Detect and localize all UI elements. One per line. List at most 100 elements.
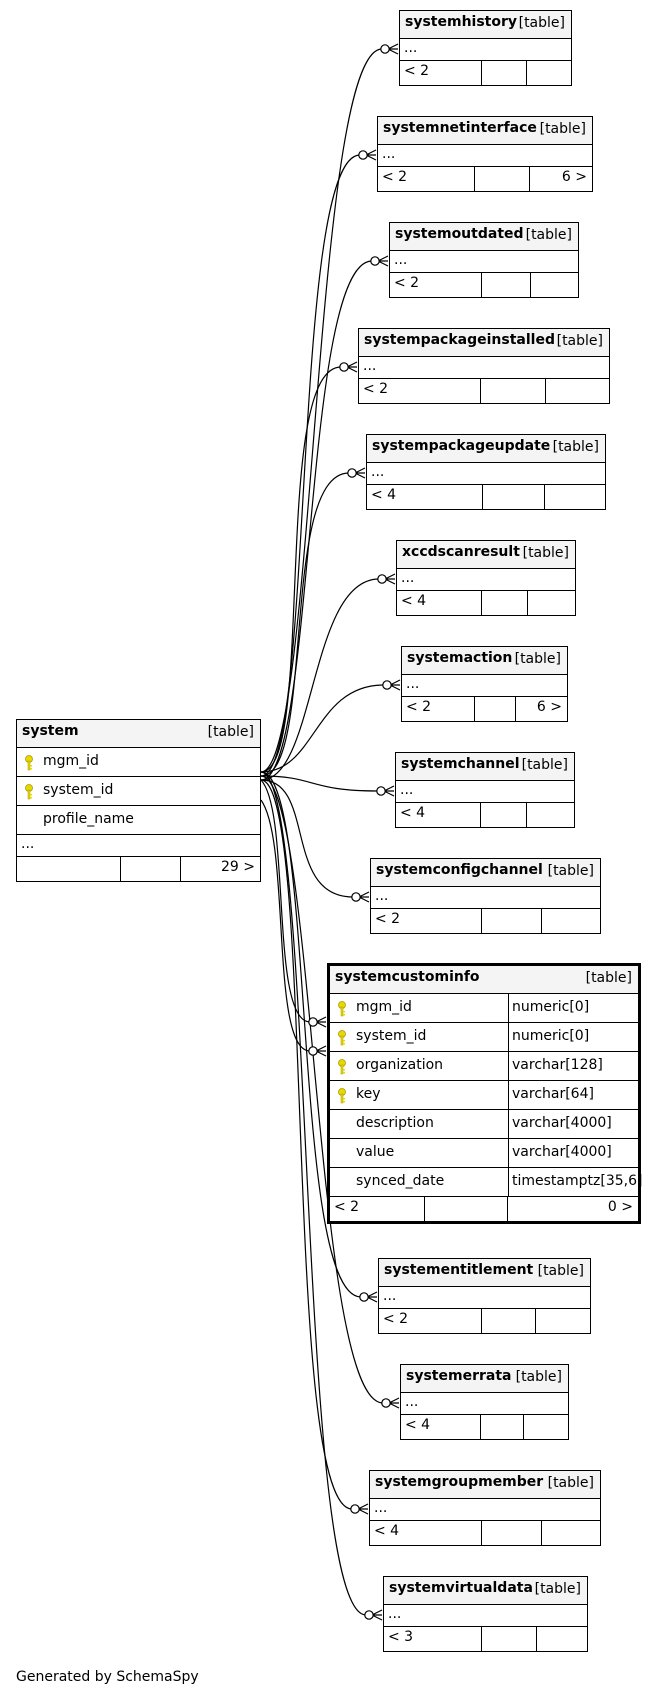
footer-cell-mid[interactable]	[482, 1309, 536, 1333]
table-name[interactable]: systemerrata	[406, 1368, 512, 1384]
footer-cell-mid[interactable]	[121, 857, 181, 881]
edge-to-systemhistory	[260, 48, 383, 773]
table-systemchannel[interactable]: systemchannel[table]...< 4	[395, 752, 575, 828]
footer-cell-right[interactable]	[527, 803, 574, 827]
footer-cell-mid[interactable]	[482, 1627, 537, 1651]
table-name[interactable]: systemgroupmember	[375, 1474, 544, 1490]
column-divider	[508, 1110, 509, 1138]
table-xccdscanresult[interactable]: xccdscanresult[table]...< 4	[396, 540, 576, 616]
footer-cell-right[interactable]	[537, 1627, 587, 1651]
table-systemerrata[interactable]: systemerrata[table]...< 4	[400, 1364, 569, 1440]
table-name[interactable]: systempackageinstalled	[364, 332, 555, 348]
table-systemoutdated[interactable]: systemoutdated[table]...< 2	[389, 222, 579, 298]
table-systementitlement[interactable]: systementitlement[table]...< 2	[378, 1258, 591, 1334]
footer-cell-right[interactable]: 6 >	[516, 697, 567, 721]
table-header: system[table]	[17, 720, 260, 748]
columns-ellipsis: ...	[397, 569, 575, 591]
footer-cell-right[interactable]: 0 >	[508, 1197, 638, 1221]
footer-cell-left[interactable]	[17, 857, 121, 881]
table-name[interactable]: systemnetinterface	[383, 120, 537, 136]
table-systemgroupmember[interactable]: systemgroupmember[table]...< 4	[369, 1470, 601, 1546]
primary-key-icon	[338, 1059, 346, 1075]
footer-cell-left[interactable]: < 2	[379, 1309, 482, 1333]
footer-cell-right[interactable]	[542, 1521, 600, 1545]
footer-cell-mid[interactable]	[482, 61, 527, 85]
footer-cell-mid[interactable]	[482, 273, 531, 297]
table-name[interactable]: systemchannel	[401, 756, 520, 772]
table-systemvirtualdata[interactable]: systemvirtualdata[table]...< 3	[383, 1576, 588, 1652]
footer-cell-left[interactable]: < 4	[367, 485, 483, 509]
footer-cell-mid[interactable]	[481, 379, 546, 403]
footer-cell-left[interactable]: < 4	[397, 591, 482, 615]
edge-to-systemoutdated	[260, 260, 373, 781]
footer-cell-left[interactable]: < 2	[390, 273, 482, 297]
footer-cell-mid[interactable]	[425, 1197, 508, 1221]
table-systemconfigchannel[interactable]: systemconfigchannel[table]...< 2	[370, 858, 601, 934]
footer-cell-left[interactable]: < 2	[402, 697, 475, 721]
footer-cell-left[interactable]: < 4	[396, 803, 481, 827]
footer-cell-left[interactable]: < 2	[378, 167, 475, 191]
footer-cell-mid[interactable]	[481, 803, 527, 827]
footer-cell-right[interactable]: 29 >	[181, 857, 260, 881]
table-name[interactable]: systemcustominfo	[335, 969, 480, 985]
footer-cell-mid[interactable]	[483, 485, 545, 509]
table-name[interactable]: systempackageupdate	[372, 438, 551, 454]
footer-cell-left[interactable]: < 2	[371, 909, 482, 933]
footer-cell-right[interactable]	[524, 1415, 568, 1439]
column-type: varchar[128]	[512, 1057, 603, 1073]
parents-count: < 3	[388, 1629, 414, 1645]
footer-cell-right[interactable]: 6 >	[530, 167, 592, 191]
column-row-profile_name[interactable]: profile_name	[17, 806, 260, 835]
footer-cell-mid[interactable]	[482, 1521, 542, 1545]
footer-cell-right[interactable]	[536, 1309, 590, 1333]
table-name[interactable]: systemoutdated	[395, 226, 524, 242]
table-footer: < 2	[400, 61, 571, 85]
column-row-system_id[interactable]: system_id	[17, 777, 260, 806]
footer-cell-right[interactable]	[531, 273, 578, 297]
table-name[interactable]: systementitlement	[384, 1262, 534, 1278]
footer-cell-right[interactable]	[528, 591, 575, 615]
footer-cell-mid[interactable]	[475, 167, 530, 191]
footer-cell-mid[interactable]	[475, 697, 516, 721]
footer-cell-left[interactable]: < 3	[384, 1627, 482, 1651]
table-systempackageinstalled[interactable]: systempackageinstalled[table]...< 2	[358, 328, 610, 404]
footer-cell-mid[interactable]	[482, 591, 528, 615]
table-systemhistory[interactable]: systemhistory[table]...< 2	[399, 10, 572, 86]
footer-cell-left[interactable]: < 2	[359, 379, 481, 403]
children-count: 6 >	[561, 169, 587, 185]
footer-cell-left[interactable]: < 2	[400, 61, 482, 85]
footer-cell-right[interactable]	[542, 909, 600, 933]
footer-cell-left[interactable]: < 4	[401, 1415, 481, 1439]
table-name[interactable]: systemaction	[407, 650, 513, 666]
table-systempackageupdate[interactable]: systempackageupdate[table]...< 4	[366, 434, 606, 510]
footer-cell-left[interactable]: < 4	[370, 1521, 482, 1545]
table-footer: < 4	[401, 1415, 568, 1439]
column-divider	[508, 1023, 509, 1051]
columns-ellipsis: ...	[378, 145, 592, 167]
footer-cell-mid[interactable]	[481, 1415, 524, 1439]
table-type-label: [table]	[521, 757, 568, 773]
footer-cell-left[interactable]: < 2	[330, 1197, 425, 1221]
table-name[interactable]: systemconfigchannel	[376, 862, 543, 878]
footer-cell-right[interactable]	[546, 379, 609, 403]
footer-cell-right[interactable]	[545, 485, 605, 509]
table-name[interactable]: systemhistory	[405, 14, 518, 30]
column-row-mgm_id[interactable]: mgm_id	[17, 748, 260, 777]
table-name[interactable]: xccdscanresult	[402, 544, 520, 560]
column-name: system_id	[356, 1028, 427, 1044]
footer-cell-mid[interactable]	[482, 909, 542, 933]
table-name[interactable]: system	[22, 723, 79, 739]
footer-cell-right[interactable]	[527, 61, 571, 85]
table-name[interactable]: systemvirtualdata	[389, 1580, 533, 1596]
